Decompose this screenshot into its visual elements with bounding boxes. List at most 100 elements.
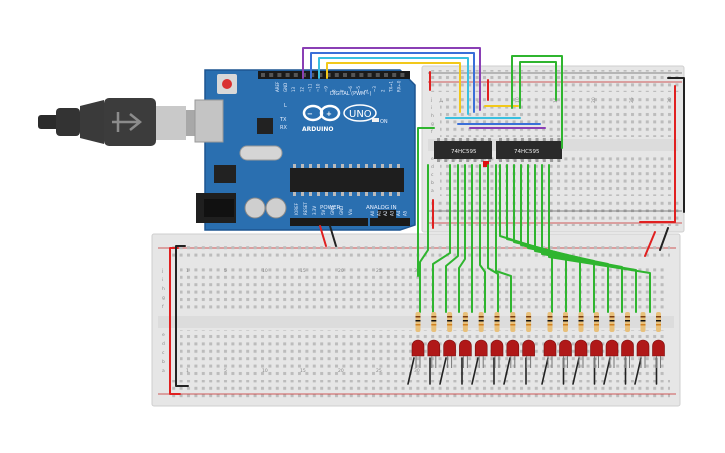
- header-pin[interactable]: [318, 73, 323, 77]
- red-led[interactable]: [459, 339, 472, 357]
- header-pin[interactable]: [384, 73, 388, 77]
- resistor[interactable]: [526, 312, 532, 332]
- wire-purple[interactable]: [302, 47, 481, 111]
- wire-black-ground[interactable]: [603, 357, 611, 385]
- resistor[interactable]: [462, 312, 468, 332]
- header-pin[interactable]: [392, 73, 397, 77]
- digital-pin-label: 13: [291, 86, 296, 92]
- wire-green-led[interactable]: [541, 164, 637, 313]
- wire-green-led[interactable]: [458, 164, 466, 313]
- red-led[interactable]: [636, 339, 650, 357]
- digital-header[interactable]: [258, 71, 410, 79]
- wire-black-ground[interactable]: [439, 357, 447, 385]
- resistor[interactable]: [494, 312, 500, 332]
- wire-black-ground[interactable]: [541, 357, 549, 385]
- wire-red-link[interactable]: [644, 231, 656, 257]
- wire-black-power[interactable]: [329, 225, 337, 247]
- header-pin[interactable]: [367, 73, 372, 77]
- row-letter: g: [431, 122, 434, 127]
- red-led[interactable]: [443, 339, 456, 357]
- row-letter: i: [431, 105, 432, 111]
- header-pin[interactable]: [400, 73, 405, 77]
- header-pin[interactable]: [351, 73, 356, 77]
- wire-black-ground[interactable]: [471, 357, 479, 385]
- wire-black-ground[interactable]: [572, 357, 580, 385]
- red-led[interactable]: [605, 339, 619, 357]
- model-badge: [343, 104, 377, 122]
- wire-red-left[interactable]: [169, 247, 181, 395]
- wire-green-led[interactable]: [527, 164, 609, 313]
- red-led[interactable]: [427, 339, 441, 357]
- wire-green-led[interactable]: [432, 164, 451, 313]
- red-led[interactable]: [652, 339, 665, 357]
- wire-green-led[interactable]: [487, 164, 499, 313]
- red-led[interactable]: [574, 339, 588, 357]
- resistor[interactable]: [547, 312, 553, 332]
- wire-green-led[interactable]: [445, 164, 459, 313]
- resistor[interactable]: [578, 312, 584, 332]
- header-pin[interactable]: [334, 73, 339, 77]
- wires[interactable]: [169, 47, 685, 395]
- header-pin[interactable]: [343, 73, 347, 77]
- wire-yellow[interactable]: [326, 62, 461, 113]
- on-led: [372, 118, 379, 122]
- wire-green-loop[interactable]: [511, 55, 563, 149]
- wire-black-ground[interactable]: [407, 357, 415, 385]
- shift-register-1[interactable]: 74HC595: [434, 138, 492, 162]
- red-led[interactable]: [621, 339, 634, 357]
- header-pin[interactable]: [293, 73, 298, 77]
- red-led[interactable]: [522, 339, 535, 357]
- resistor[interactable]: [447, 312, 453, 332]
- header-pin[interactable]: [261, 73, 265, 77]
- red-led[interactable]: [590, 339, 603, 357]
- header-pin[interactable]: [326, 73, 331, 77]
- resistor[interactable]: [415, 312, 421, 332]
- usb-cable[interactable]: [38, 98, 196, 146]
- red-led[interactable]: [411, 339, 425, 357]
- resistor[interactable]: [510, 312, 516, 332]
- wire-green-led[interactable]: [495, 164, 512, 313]
- resistor[interactable]: [478, 312, 484, 332]
- wire-green-led[interactable]: [534, 164, 623, 313]
- red-led[interactable]: [490, 339, 504, 357]
- wire-red-power[interactable]: [319, 225, 327, 247]
- resistor[interactable]: [594, 312, 599, 332]
- red-led[interactable]: [506, 339, 520, 357]
- wire-black-link[interactable]: [659, 227, 669, 251]
- wire-black-left[interactable]: [175, 245, 189, 387]
- wire-black-right[interactable]: [667, 77, 685, 213]
- header-pin[interactable]: [310, 73, 315, 77]
- resistor[interactable]: [625, 312, 630, 332]
- header-pin[interactable]: [277, 73, 282, 77]
- resistor[interactable]: [563, 312, 568, 332]
- wire-green-led[interactable]: [419, 164, 429, 313]
- resistor[interactable]: [656, 312, 661, 332]
- header-pin[interactable]: [269, 73, 274, 77]
- wire-cyan[interactable]: [318, 57, 469, 115]
- wire-black-ground[interactable]: [634, 357, 642, 385]
- reset-button-cap[interactable]: [222, 79, 232, 89]
- column-number: 20: [338, 268, 344, 274]
- wire-green-led[interactable]: [479, 164, 486, 313]
- resistor[interactable]: [431, 312, 437, 332]
- red-led[interactable]: [474, 339, 488, 357]
- red-led[interactable]: [543, 339, 557, 357]
- wire-green-arc[interactable]: [417, 127, 435, 277]
- voltage-regulator: [214, 165, 236, 183]
- red-led[interactable]: [559, 339, 572, 357]
- wire-green-led[interactable]: [548, 164, 651, 313]
- power-header[interactable]: [290, 218, 368, 226]
- header-pin[interactable]: [375, 73, 380, 77]
- header-pin[interactable]: [285, 73, 290, 77]
- wire-black-ground[interactable]: [503, 357, 511, 385]
- header-pin[interactable]: [359, 73, 364, 77]
- resistor[interactable]: [640, 312, 646, 332]
- wire-blue[interactable]: [310, 52, 475, 113]
- resistor[interactable]: [609, 312, 615, 332]
- wire-green-loop-2[interactable]: [519, 61, 557, 109]
- wire-red-right[interactable]: [639, 85, 676, 223]
- led-array[interactable]: [411, 312, 665, 368]
- shift-register-2[interactable]: 74HC595: [496, 138, 562, 162]
- analog-header[interactable]: [370, 218, 410, 226]
